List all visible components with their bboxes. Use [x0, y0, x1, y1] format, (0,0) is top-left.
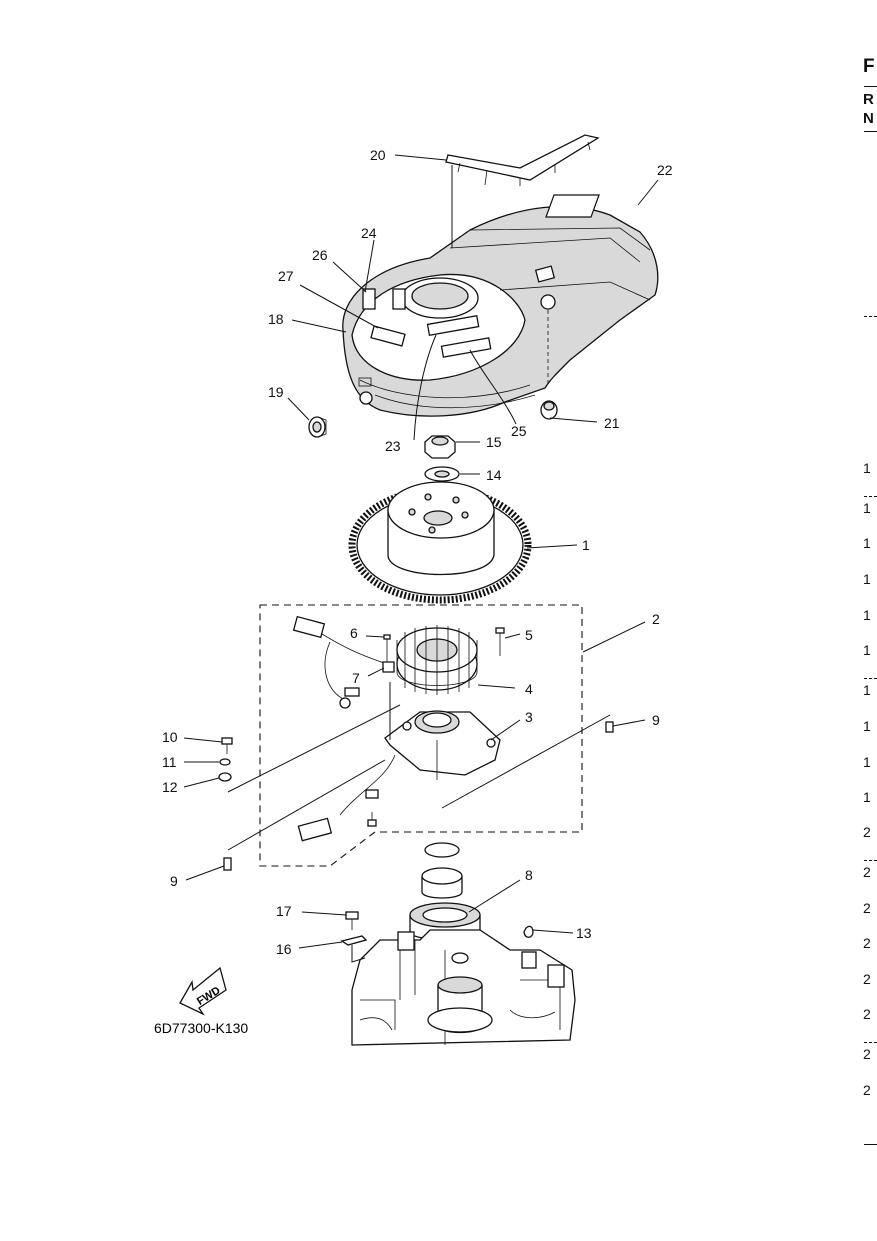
callout-22: 22 [657, 162, 673, 178]
row-separator [864, 496, 877, 497]
stator-base [384, 710, 501, 780]
clip-16 [340, 935, 368, 946]
callout-13: 13 [576, 925, 592, 941]
callout-25: 25 [511, 423, 527, 439]
callout-labels: 1 2 3 4 5 6 7 8 9 9 10 11 12 13 14 15 16… [162, 147, 673, 957]
row-digit: 1 [863, 571, 871, 587]
cover-strap [445, 134, 600, 248]
leader-lines [183, 154, 659, 963]
lighting-wire [297, 754, 396, 842]
table-col-header-1: R [863, 91, 874, 108]
row-separator [864, 678, 877, 679]
row-digit: 2 [863, 824, 871, 840]
key-13 [523, 925, 534, 938]
pickup-wire [292, 615, 391, 709]
cover-labels [362, 194, 600, 358]
flywheel-cover [342, 205, 659, 417]
callout-7: 7 [352, 670, 360, 686]
callout-2: 2 [652, 611, 660, 627]
washer-12 [218, 772, 232, 782]
callout-19: 19 [268, 384, 284, 400]
clamp-7 [382, 661, 395, 673]
row-digit: 1 [863, 789, 871, 805]
callout-24: 24 [361, 225, 377, 241]
callout-15: 15 [486, 434, 502, 450]
row-digit: 2 [863, 971, 871, 987]
washer-14 [424, 466, 460, 482]
callout-20: 20 [370, 147, 386, 163]
callout-10: 10 [162, 729, 178, 745]
callout-5: 5 [525, 627, 533, 643]
washer-11 [219, 758, 231, 766]
callout-6: 6 [350, 625, 358, 641]
callout-1: 1 [582, 537, 590, 553]
row-digit: 1 [863, 642, 871, 658]
table-col-header-2: N [863, 110, 874, 127]
row-digit: 1 [863, 500, 871, 516]
callout-27: 27 [278, 268, 294, 284]
row-digit: 1 [863, 460, 871, 476]
row-digit: 2 [863, 900, 871, 916]
diagram-code: 6D77300-K130 [154, 1020, 248, 1036]
dowel-9b [223, 857, 232, 871]
table-bottom-rule [864, 1144, 877, 1145]
screw-5 [495, 627, 505, 656]
row-digit: 1 [863, 535, 871, 551]
heading-rule [864, 86, 877, 87]
callout-16: 16 [276, 941, 292, 957]
callout-4: 4 [525, 681, 533, 697]
callout-9a: 9 [652, 712, 660, 728]
callout-18: 18 [268, 311, 284, 327]
callout-23: 23 [385, 438, 401, 454]
row-digit: 1 [863, 754, 871, 770]
flywheel [348, 481, 532, 604]
dowel-9a [605, 721, 614, 733]
grommet-21 [540, 400, 558, 420]
fwd-arrow: FWD [179, 966, 227, 1016]
bolt-17 [345, 911, 359, 930]
callout-26: 26 [312, 247, 328, 263]
pulser-ring [409, 842, 481, 941]
callout-3: 3 [525, 709, 533, 725]
callout-21: 21 [604, 415, 620, 431]
callout-11: 11 [162, 754, 177, 770]
grommet-19 [308, 416, 327, 438]
callout-17: 17 [276, 903, 292, 919]
row-separator [864, 860, 877, 861]
row-digit: 2 [863, 864, 871, 880]
callout-8: 8 [525, 867, 533, 883]
row-digit: 1 [863, 607, 871, 623]
row-digit: 1 [863, 682, 871, 698]
nut-15 [424, 435, 456, 459]
crankcase [351, 929, 576, 1046]
bolt-10 [221, 737, 233, 754]
table-heading-cropped: F [863, 56, 875, 77]
stator-assembly-box [259, 604, 583, 867]
row-digit: 2 [863, 935, 871, 951]
row-digit: 2 [863, 1082, 871, 1098]
callout-12: 12 [162, 779, 178, 795]
stator [396, 625, 478, 695]
row-digit: 2 [863, 1046, 871, 1062]
callout-14: 14 [486, 467, 502, 483]
header-rule [864, 131, 877, 132]
row-separator [864, 1042, 877, 1043]
callout-9b: 9 [170, 873, 178, 889]
row-digit: 1 [863, 718, 871, 734]
row-digit: 2 [863, 1006, 871, 1022]
screw-6 [383, 634, 391, 662]
row-separator [864, 316, 877, 317]
